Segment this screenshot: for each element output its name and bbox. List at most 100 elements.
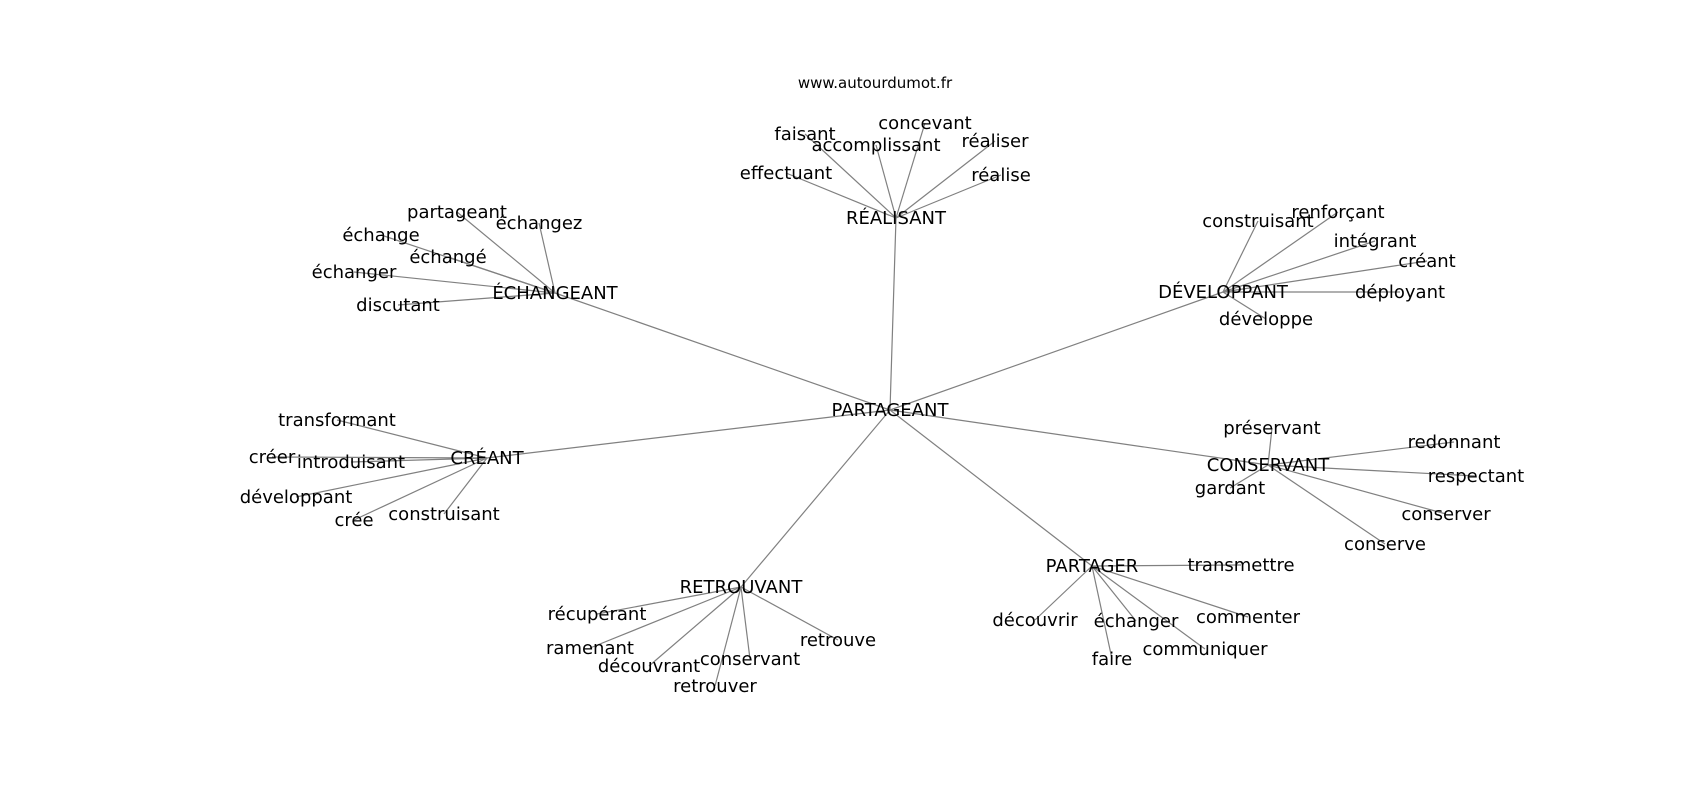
leaf-node: commenter bbox=[1196, 607, 1301, 628]
edge-hub-leaf bbox=[648, 586, 742, 667]
leaf-node: découvrir bbox=[992, 610, 1078, 631]
leaf-node: accomplissant bbox=[811, 135, 940, 156]
leaf-node: échanger bbox=[312, 262, 397, 283]
leaf-node: concevant bbox=[878, 113, 971, 134]
edge-hub-leaf bbox=[714, 586, 742, 687]
leaf-node: transmettre bbox=[1187, 555, 1294, 576]
edge-hub-leaf bbox=[1267, 441, 1455, 466]
leaf-node: effectuant bbox=[740, 163, 832, 184]
edge-hub-leaf bbox=[1034, 565, 1093, 621]
leaf-node: redonnant bbox=[1408, 432, 1501, 453]
leaf-node: développant bbox=[240, 487, 353, 508]
edge-hub-leaf bbox=[538, 222, 556, 294]
leaf-node: conservant bbox=[700, 649, 800, 670]
leaf-node: faire bbox=[1092, 649, 1132, 670]
leaf-node: transformant bbox=[278, 410, 396, 431]
hub-node: ÉCHANGEANT bbox=[492, 282, 618, 304]
leaf-node: retrouve bbox=[800, 630, 876, 651]
edge-hub-leaf bbox=[443, 457, 488, 515]
leaf-node: gardant bbox=[1195, 478, 1265, 499]
edge-hub-leaf bbox=[1229, 464, 1269, 489]
site-url: www.autourdumot.fr bbox=[798, 74, 953, 92]
edge-hub-leaf bbox=[785, 172, 897, 219]
leaf-node: introduisant bbox=[297, 452, 405, 473]
leaf-node: découvrant bbox=[598, 656, 700, 677]
leaf-node: préservant bbox=[1223, 418, 1321, 439]
leaf-node: crée bbox=[334, 510, 373, 531]
hub-node: DÉVELOPPANT bbox=[1158, 281, 1289, 303]
edge-center-hub bbox=[889, 409, 1093, 567]
edge-hub-leaf bbox=[740, 586, 751, 660]
leaf-node: construisant bbox=[388, 504, 499, 525]
edge-hub-leaf bbox=[804, 133, 897, 219]
edge-hub-leaf bbox=[1222, 291, 1267, 320]
edge-hub-leaf bbox=[1091, 565, 1113, 660]
leaf-node: créer bbox=[249, 447, 296, 468]
leaf-node: échangé bbox=[409, 247, 486, 268]
leaf-node: déployant bbox=[1355, 282, 1445, 303]
leaf-node: échangez bbox=[496, 213, 583, 234]
edge-hub-leaf bbox=[596, 586, 742, 615]
leaf-node: réaliser bbox=[962, 131, 1030, 152]
edge-center-hub bbox=[889, 291, 1224, 411]
center-node: PARTAGEANT bbox=[832, 400, 950, 421]
edge-hub-leaf bbox=[1267, 427, 1273, 466]
edge-hub-leaf bbox=[875, 144, 897, 219]
edge-hub-leaf bbox=[447, 256, 556, 294]
leaf-node: respectant bbox=[1428, 466, 1524, 487]
leaf-node: ramenant bbox=[546, 638, 634, 659]
edge-center-hub bbox=[486, 409, 891, 459]
leaf-node: discutant bbox=[356, 295, 440, 316]
edge-hub-leaf bbox=[895, 122, 926, 219]
edge-hub-leaf bbox=[1222, 260, 1428, 293]
leaf-node: construisant bbox=[1202, 211, 1313, 232]
edge-hub-leaf bbox=[1267, 464, 1386, 545]
leaf-node: développe bbox=[1219, 309, 1313, 330]
leaf-node: conserver bbox=[1401, 504, 1491, 525]
edge-center-hub bbox=[889, 409, 1269, 466]
leaf-node: échanger bbox=[1094, 611, 1179, 632]
edge-center-hub bbox=[554, 292, 891, 411]
edge-hub-leaf bbox=[1222, 220, 1259, 293]
edge-hub-leaf bbox=[336, 419, 488, 459]
edge-hub-leaf bbox=[350, 457, 488, 463]
edge-hub-leaf bbox=[353, 271, 556, 294]
hub-node: CONSERVANT bbox=[1207, 455, 1330, 476]
leaf-node: conserve bbox=[1344, 534, 1426, 555]
leaf-node: échange bbox=[342, 225, 419, 246]
leaf-node: renforçant bbox=[1291, 202, 1384, 223]
hub-node: CRÉANT bbox=[450, 447, 524, 469]
edge-hub-leaf bbox=[353, 457, 488, 521]
edge-hub-leaf bbox=[1091, 565, 1206, 650]
edge-hub-leaf bbox=[456, 211, 556, 294]
edge-hub-leaf bbox=[295, 457, 488, 498]
leaf-node: partageant bbox=[407, 202, 507, 223]
graph-labels: PARTAGEANTRÉALISANTfaisantaccomplissantc… bbox=[240, 113, 1525, 697]
leaf-node: retrouver bbox=[673, 676, 757, 697]
edge-hub-leaf bbox=[895, 174, 1002, 219]
edge-center-hub bbox=[740, 409, 891, 588]
leaf-node: communiquer bbox=[1142, 639, 1268, 660]
hub-node: RETROUVANT bbox=[680, 577, 804, 598]
edge-center-hub bbox=[889, 217, 897, 411]
leaf-node: intégrant bbox=[1334, 231, 1417, 252]
hub-node: PARTAGER bbox=[1046, 556, 1139, 577]
edge-hub-leaf bbox=[1091, 565, 1137, 622]
edge-hub-leaf bbox=[1267, 464, 1477, 477]
graph-edges bbox=[271, 122, 1477, 687]
leaf-node: récupérant bbox=[548, 604, 647, 625]
edge-hub-leaf bbox=[589, 586, 742, 649]
leaf-node: créant bbox=[1398, 251, 1455, 272]
edge-hub-leaf bbox=[1091, 565, 1249, 618]
edge-hub-leaf bbox=[895, 140, 996, 219]
edge-hub-leaf bbox=[1222, 211, 1339, 293]
leaf-node: réalise bbox=[971, 165, 1031, 186]
edge-hub-leaf bbox=[1091, 564, 1242, 567]
leaf-node: faisant bbox=[774, 124, 835, 145]
hub-node: RÉALISANT bbox=[846, 207, 947, 229]
edge-hub-leaf bbox=[397, 292, 556, 306]
edge-hub-leaf bbox=[740, 586, 839, 641]
edge-hub-leaf bbox=[1267, 464, 1447, 515]
edge-hub-leaf bbox=[271, 456, 488, 459]
